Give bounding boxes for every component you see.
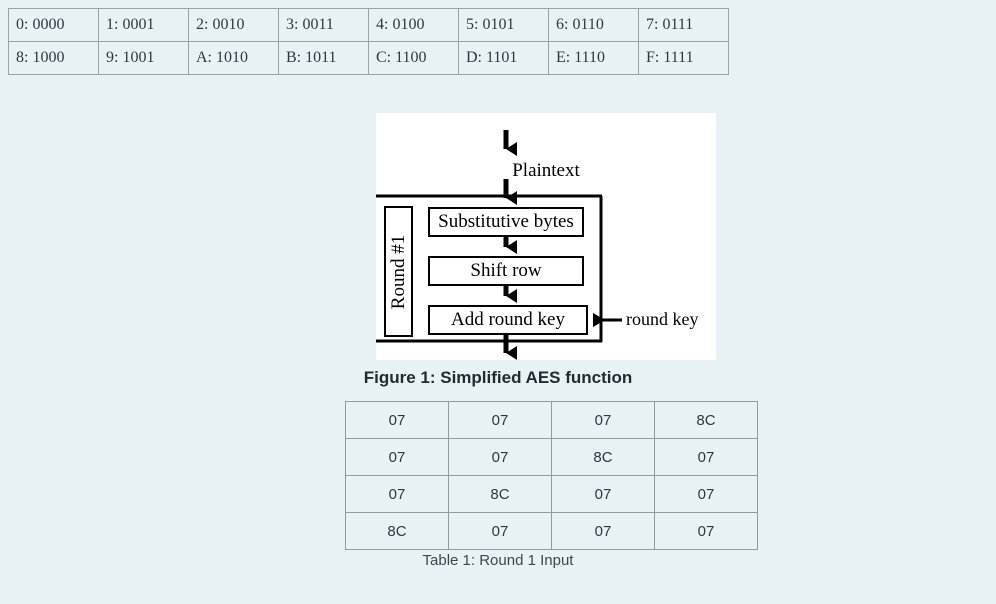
matrix-cell: 8C bbox=[654, 401, 758, 439]
hex-cell: B: 1011 bbox=[278, 41, 369, 75]
matrix-cell: 07 bbox=[345, 475, 449, 513]
hex-cell: 3: 0011 bbox=[278, 8, 369, 42]
hex-cell: E: 1110 bbox=[548, 41, 639, 75]
step-add-round-key: Add round key bbox=[428, 305, 588, 335]
hex-cell: 2: 0010 bbox=[188, 8, 279, 42]
hex-cell: 0: 0000 bbox=[8, 8, 99, 42]
matrix-cell: 07 bbox=[654, 438, 758, 476]
matrix-cell: 8C bbox=[448, 475, 552, 513]
hex-cell: F: 1111 bbox=[638, 41, 729, 75]
step-substitutive-bytes: Substitutive bytes bbox=[428, 207, 584, 237]
hex-cell: 6: 0110 bbox=[548, 8, 639, 42]
hex-cell: 8: 1000 bbox=[8, 41, 99, 75]
matrix-cell: 07 bbox=[345, 438, 449, 476]
aes-function-figure: Round #1 Plaintext Substitutive bytes Sh… bbox=[376, 113, 716, 360]
table-row: 8: 1000 9: 1001 A: 1010 B: 1011 C: 1100 … bbox=[8, 41, 729, 75]
matrix-cell: 8C bbox=[345, 512, 449, 550]
step-shift-row: Shift row bbox=[428, 256, 584, 286]
round-label: Round #1 bbox=[387, 234, 409, 309]
matrix-cell: 07 bbox=[448, 438, 552, 476]
table-row: 07 8C 07 07 bbox=[345, 475, 758, 513]
matrix-cell: 07 bbox=[448, 401, 552, 439]
hex-cell: 9: 1001 bbox=[98, 41, 189, 75]
matrix-cell: 07 bbox=[551, 401, 655, 439]
figure-caption: Figure 1: Simplified AES function bbox=[363, 368, 633, 387]
round-1-input-table: 07 07 07 8C 07 07 8C 07 07 8C 07 07 8C 0… bbox=[345, 401, 758, 550]
table-caption: Table 1: Round 1 Input bbox=[422, 552, 574, 569]
hex-cell: 7: 0111 bbox=[638, 8, 729, 42]
hex-cell: 5: 0101 bbox=[458, 8, 549, 42]
hex-cell: C: 1100 bbox=[368, 41, 459, 75]
hex-cell: 4: 0100 bbox=[368, 8, 459, 42]
hex-cell: 1: 0001 bbox=[98, 8, 189, 42]
matrix-cell: 07 bbox=[448, 512, 552, 550]
table-row: 8C 07 07 07 bbox=[345, 512, 758, 550]
matrix-cell: 8C bbox=[551, 438, 655, 476]
table-row: 07 07 07 8C bbox=[345, 401, 758, 439]
round-key-label: round key bbox=[626, 309, 699, 329]
hex-reference-table: 0: 0000 1: 0001 2: 0010 3: 0011 4: 0100 … bbox=[8, 8, 729, 75]
figure-lines bbox=[376, 130, 622, 360]
matrix-cell: 07 bbox=[551, 475, 655, 513]
matrix-cell: 07 bbox=[345, 401, 449, 439]
hex-cell: D: 1101 bbox=[458, 41, 549, 75]
table-row: 07 07 8C 07 bbox=[345, 438, 758, 476]
round-1-container: Round #1 bbox=[384, 206, 413, 337]
matrix-cell: 07 bbox=[551, 512, 655, 550]
matrix-cell: 07 bbox=[654, 512, 758, 550]
plaintext-label: Plaintext bbox=[512, 160, 580, 181]
matrix-cell: 07 bbox=[654, 475, 758, 513]
hex-cell: A: 1010 bbox=[188, 41, 279, 75]
table-row: 0: 0000 1: 0001 2: 0010 3: 0011 4: 0100 … bbox=[8, 8, 729, 42]
